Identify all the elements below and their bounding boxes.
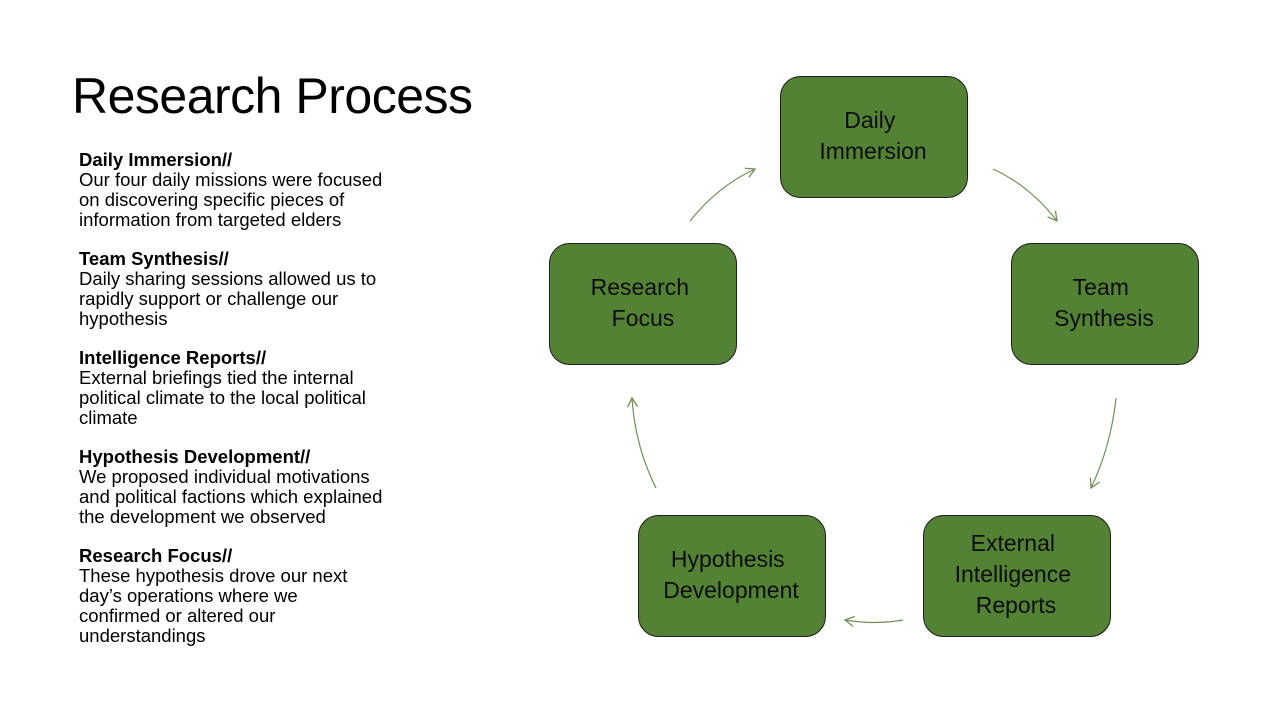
step-desc-line: Our four daily missions were focused bbox=[79, 169, 383, 190]
cycle-node-research-focus: Research Focus bbox=[549, 243, 737, 365]
step-desc-line: These hypothesis drove our next bbox=[79, 565, 348, 586]
node-label-line: Intelligence bbox=[955, 561, 1071, 587]
node-label-line: Hypothesis bbox=[671, 546, 785, 572]
step-desc-line: political climate to the local political bbox=[79, 387, 366, 408]
node-label-line: Focus bbox=[612, 305, 675, 331]
node-label: Team Synthesis bbox=[1054, 274, 1154, 331]
node-label: Daily Immersion bbox=[819, 107, 926, 164]
step-title: Research Focus// bbox=[79, 545, 233, 566]
slide-title: Research Process bbox=[72, 68, 473, 124]
step-desc-line: climate bbox=[79, 407, 138, 428]
node-label-line: Reports bbox=[976, 592, 1057, 618]
node-label-line: Synthesis bbox=[1054, 305, 1154, 331]
node-box bbox=[780, 76, 968, 198]
node-label: External Intelligence Reports bbox=[955, 530, 1078, 618]
step-desc-line: Daily sharing sessions allowed us to bbox=[79, 268, 377, 289]
node-box bbox=[923, 515, 1111, 637]
step-desc-line: and political factions which explained bbox=[79, 486, 383, 507]
arrow-hypothesis-development-to-research-focus bbox=[626, 396, 657, 489]
cycle-node-external-intelligence-reports: External Intelligence Reports bbox=[923, 515, 1111, 637]
node-box bbox=[638, 515, 826, 637]
arrow-external-intelligence-reports-to-hypothesis-development bbox=[843, 615, 904, 627]
cycle-node-daily-immersion: Daily Immersion bbox=[780, 76, 968, 198]
step-hypothesis-development: Hypothesis Development// We proposed ind… bbox=[79, 447, 469, 527]
node-label-line: Daily bbox=[844, 107, 896, 133]
step-list: Daily Immersion// Our four daily mission… bbox=[79, 150, 469, 665]
step-desc-line: External briefings tied the internal bbox=[79, 367, 354, 388]
step-desc-line: on discovering specific pieces of bbox=[79, 189, 345, 210]
node-label-line: Team bbox=[1073, 274, 1129, 300]
node-label: Hypothesis Development bbox=[663, 546, 799, 603]
step-title: Intelligence Reports// bbox=[79, 347, 267, 368]
step-desc-line: information from targeted elders bbox=[79, 209, 342, 230]
node-label-line: Development bbox=[663, 577, 799, 603]
step-title: Team Synthesis// bbox=[79, 248, 229, 269]
step-desc-line: day’s operations where we bbox=[79, 585, 298, 606]
step-desc-line: confirmed or altered our bbox=[79, 605, 276, 626]
cycle-node-team-synthesis: Team Synthesis bbox=[1011, 243, 1199, 365]
step-daily-immersion: Daily Immersion// Our four daily mission… bbox=[79, 150, 469, 230]
step-title: Hypothesis Development// bbox=[79, 446, 311, 467]
node-label-line: Research bbox=[591, 274, 689, 300]
node-label: Research Focus bbox=[591, 274, 696, 331]
step-intelligence-reports: Intelligence Reports// External briefing… bbox=[79, 348, 469, 428]
step-title: Daily Immersion// bbox=[79, 149, 233, 170]
arrow-team-synthesis-to-external-intelligence-reports bbox=[1089, 397, 1117, 490]
node-box bbox=[549, 243, 737, 365]
arrow-daily-immersion-to-team-synthesis bbox=[992, 168, 1058, 223]
cycle-node-hypothesis-development: Hypothesis Development bbox=[638, 515, 826, 637]
node-label-line: Immersion bbox=[819, 138, 926, 164]
step-desc-line: rapidly support or challenge our bbox=[79, 288, 339, 309]
step-team-synthesis: Team Synthesis// Daily sharing sessions … bbox=[79, 249, 469, 329]
step-desc-line: the development we observed bbox=[79, 506, 326, 527]
step-desc-line: understandings bbox=[79, 625, 206, 646]
arrow-research-focus-to-daily-immersion bbox=[689, 167, 757, 222]
step-desc-line: We proposed individual motivations bbox=[79, 466, 370, 487]
step-desc-line: hypothesis bbox=[79, 308, 168, 329]
step-research-focus: Research Focus// These hypothesis drove … bbox=[79, 546, 469, 646]
node-label-line: External bbox=[971, 530, 1055, 556]
node-box bbox=[1011, 243, 1199, 365]
